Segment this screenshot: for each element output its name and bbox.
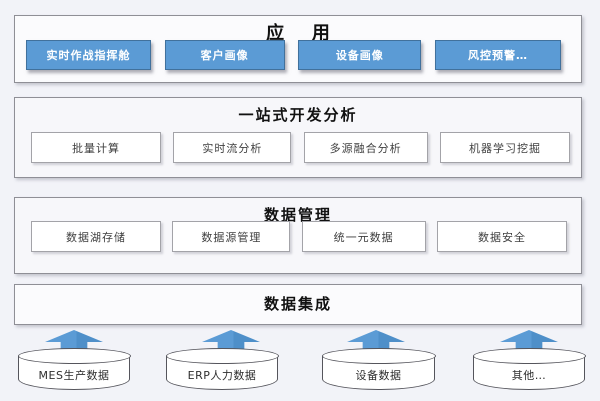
app-item-device-profile: 设备画像 xyxy=(298,40,422,70)
database-cylinder-icon xyxy=(321,348,436,364)
layer-application-title: 应 用 xyxy=(266,23,341,44)
data-management-items-row: 数据湖存储 数据源管理 统一元数据 数据安全 xyxy=(15,221,581,252)
mgmt-item-data-security: 数据安全 xyxy=(436,221,567,252)
database-cylinder-icon xyxy=(472,348,586,364)
database-cylinder-icon xyxy=(17,348,131,364)
mgmt-item-data-lake-storage: 数据湖存储 xyxy=(31,221,161,252)
layer-application: 应 用 实时作战指挥舱 客户画像 设备画像 风控预警… xyxy=(14,15,582,83)
datasource-mes: MES生产数据 xyxy=(17,348,131,390)
app-item-realtime-command: 实时作战指挥舱 xyxy=(26,40,151,70)
datasource-device: 设备数据 xyxy=(321,348,436,390)
datasource-label: ERP人力数据 xyxy=(187,369,257,382)
dev-item-stream-analysis: 实时流分析 xyxy=(173,132,292,163)
layer-dev-analysis: 一站式开发分析 批量计算 实时流分析 多源融合分析 机器学习挖掘 xyxy=(14,97,582,178)
layer-data-management: 数据管理 数据湖存储 数据源管理 统一元数据 数据安全 xyxy=(14,197,582,274)
dev-item-ml-mining: 机器学习挖掘 xyxy=(439,132,570,163)
datasource-label: 其他… xyxy=(511,369,547,382)
app-item-risk-warning: 风控预警… xyxy=(434,40,561,70)
datasource-label: 设备数据 xyxy=(355,369,402,382)
mgmt-item-data-source-mgmt: 数据源管理 xyxy=(172,221,291,252)
datasource-erp: ERP人力数据 xyxy=(165,348,279,390)
app-item-customer-profile: 客户画像 xyxy=(164,40,285,70)
datasource-label: MES生产数据 xyxy=(38,369,110,382)
layer-data-management-title: 数据管理 xyxy=(263,206,332,224)
layer-data-integration-title: 数据集成 xyxy=(263,295,332,313)
dev-analysis-items-row: 批量计算 实时流分析 多源融合分析 机器学习挖掘 xyxy=(15,132,581,163)
database-cylinder-icon xyxy=(165,348,279,364)
application-items-row: 实时作战指挥舱 客户画像 设备画像 风控预警… xyxy=(15,40,581,70)
dev-item-fusion-analysis: 多源融合分析 xyxy=(303,132,428,163)
dev-item-batch-computing: 批量计算 xyxy=(31,132,161,163)
datasource-other: 其他… xyxy=(472,348,586,390)
layer-dev-analysis-title: 一站式开发分析 xyxy=(238,106,358,124)
mgmt-item-unified-metadata: 统一元数据 xyxy=(301,221,426,252)
layer-data-integration: 数据集成 xyxy=(14,284,582,325)
